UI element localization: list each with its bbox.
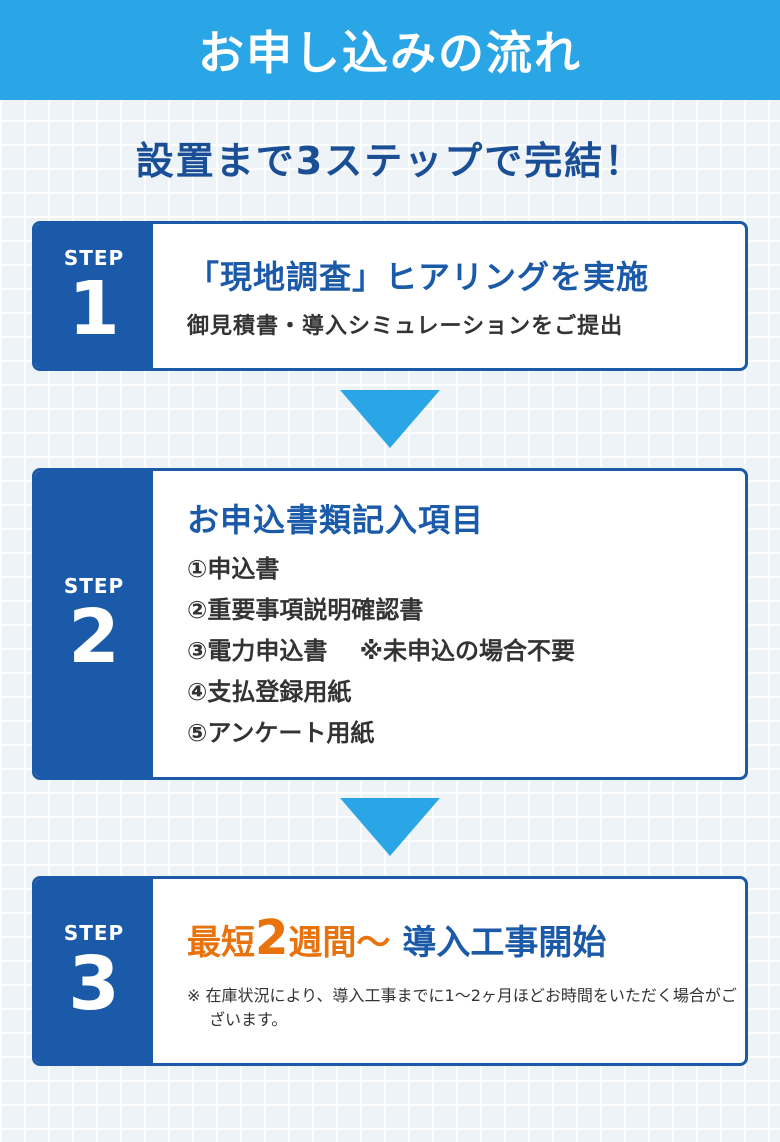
step-2-title: お申込書類記入項目 [187, 500, 485, 539]
step-1-body: 「現地調査」ヒアリングを実施 御見積書・導入シミュレーションをご提出 [153, 224, 649, 368]
step-3-label: STEP 3 [35, 879, 153, 1063]
down-arrow-icon [340, 798, 440, 856]
list-item: ⑤アンケート用紙 [187, 718, 375, 747]
step-1-title: 「現地調査」ヒアリングを実施 [187, 258, 650, 296]
step-2-body: お申込書類記入項目 ①申込書 ②重要事項説明確認書 ③電力申込書 ※未申込の場合… [153, 471, 575, 777]
list-item: ③電力申込書 ※未申込の場合不要 [187, 636, 576, 665]
page-subtitle: 設置まで3ステップで完結！ [135, 139, 645, 183]
step-2-card: STEP 2 お申込書類記入項目 ①申込書 ②重要事項説明確認書 ③電力申込書 … [32, 468, 748, 780]
step-word: STEP [63, 246, 125, 270]
down-arrow-icon [340, 390, 440, 448]
step-3-title-number: 2 [255, 910, 289, 966]
step-3-title-main: 導入工事開始 [402, 923, 607, 963]
step-1-card: STEP 1 「現地調査」ヒアリングを実施 御見積書・導入シミュレーションをご提… [32, 221, 748, 371]
list-item: ④支払登録用紙 [187, 677, 352, 706]
step-3-card: STEP 3 最短 2 週間～ 導入工事開始 ※ 在庫状況により、導入工事までに… [32, 876, 748, 1066]
step-number: 2 [68, 594, 120, 680]
step-number: 1 [68, 266, 120, 352]
step-3-title: 最短 2 週間～ 導入工事開始 [187, 910, 745, 966]
step-3-note: ※ 在庫状況により、導入工事までに1～2ヶ月ほどお時間をいただく場合がございます… [187, 986, 737, 1029]
list-item: ②重要事項説明確認書 [187, 595, 424, 624]
step-3-body: 最短 2 週間～ 導入工事開始 ※ 在庫状況により、導入工事までに1～2ヶ月ほど… [153, 879, 745, 1063]
page-title: お申し込みの流れ [198, 26, 582, 80]
step-3-title-suffix: 週間～ [288, 923, 391, 963]
step-1-subtitle: 御見積書・導入シミュレーションをご提出 [187, 314, 624, 339]
step-number: 3 [68, 941, 120, 1027]
step-2-label: STEP 2 [35, 471, 153, 777]
step-word: STEP [63, 574, 125, 598]
step-3-title-prefix: 最短 [187, 923, 255, 963]
step-1-label: STEP 1 [35, 224, 153, 368]
header-banner: お申し込みの流れ [0, 0, 780, 100]
step-word: STEP [63, 921, 125, 945]
list-item: ①申込書 [187, 554, 280, 583]
